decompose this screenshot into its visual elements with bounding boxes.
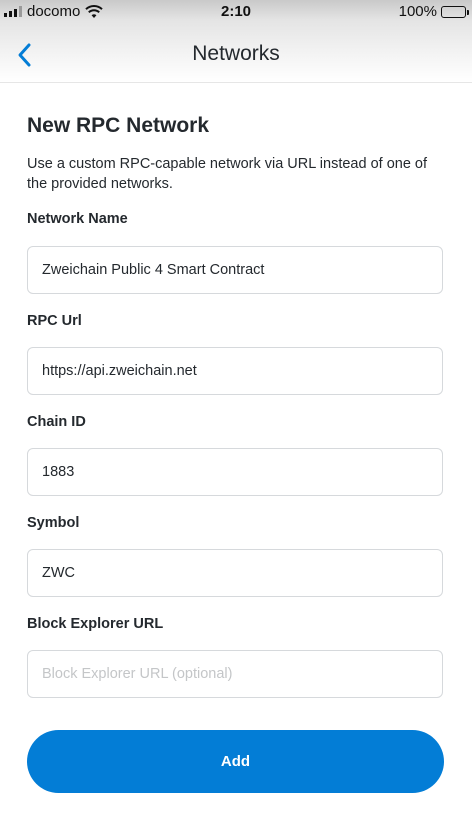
add-button[interactable]: Add bbox=[27, 730, 444, 793]
page-title: Networks bbox=[192, 42, 280, 65]
chain-id-label: Chain ID bbox=[27, 414, 86, 430]
rpc-url-input[interactable] bbox=[27, 347, 443, 395]
clock: 2:10 bbox=[220, 3, 252, 20]
carrier-name: docomo bbox=[27, 3, 81, 20]
wifi-icon bbox=[85, 4, 104, 18]
carrier-group: docomo bbox=[4, 3, 104, 20]
symbol-label: Symbol bbox=[27, 515, 80, 531]
chevron-left-icon[interactable] bbox=[14, 40, 36, 70]
top-bar: docomo 2:10 100% Networks bbox=[0, 0, 472, 83]
symbol-input[interactable] bbox=[27, 549, 443, 597]
battery-group: 100% bbox=[398, 3, 469, 20]
form-description: Use a custom RPC-capable network via URL… bbox=[27, 156, 428, 192]
rpc-url-label: RPC Url bbox=[27, 313, 82, 329]
status-bar: docomo 2:10 100% bbox=[0, 0, 472, 24]
block-explorer-label: Block Explorer URL bbox=[27, 616, 164, 632]
network-name-input[interactable] bbox=[27, 246, 443, 294]
form-heading: New RPC Network bbox=[27, 114, 210, 137]
battery-percent: 100% bbox=[398, 3, 437, 20]
block-explorer-input[interactable] bbox=[27, 650, 443, 698]
battery-icon bbox=[441, 5, 469, 18]
chain-id-input[interactable] bbox=[27, 448, 443, 496]
network-name-label: Network Name bbox=[27, 211, 128, 227]
signal-icon bbox=[4, 6, 22, 17]
